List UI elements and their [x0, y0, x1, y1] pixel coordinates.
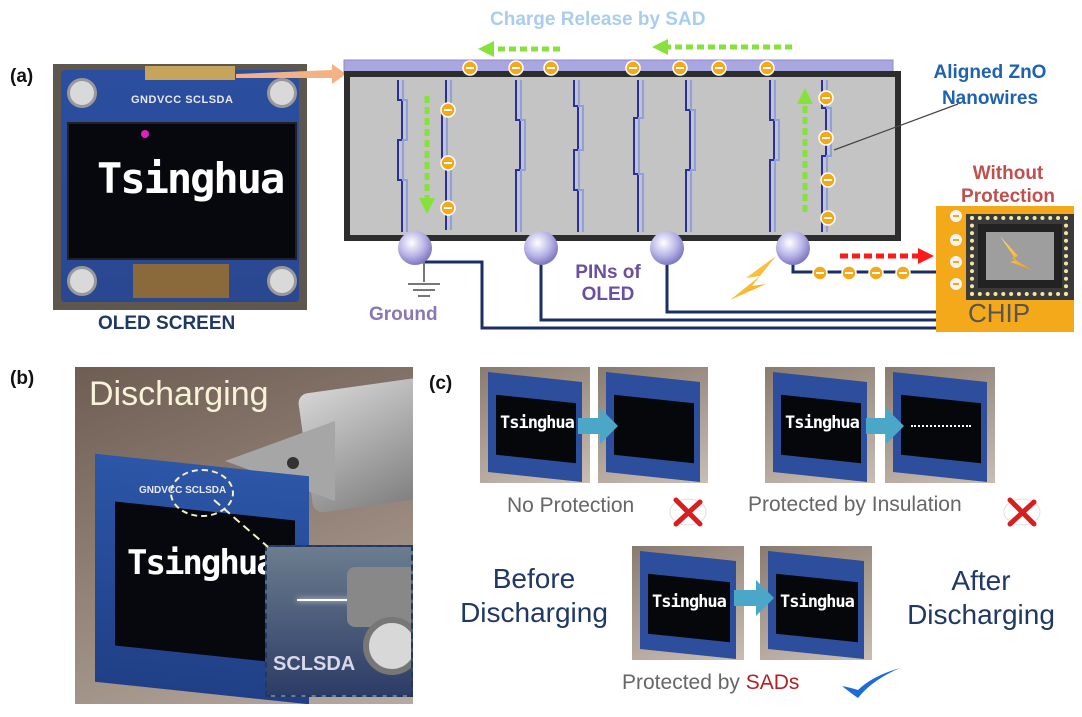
after-discharging-label: After Discharging — [896, 564, 1066, 632]
charge-release-title: Charge Release by SAD — [490, 9, 706, 30]
c-insulation-after — [885, 367, 995, 483]
oled-caption: OLED SCREEN — [98, 313, 236, 334]
sads-caption-highlight: SADs — [745, 671, 800, 694]
ground-label: Ground — [369, 304, 438, 325]
before-line1: Before — [492, 563, 576, 594]
charge-flow-arrows-vertical — [419, 88, 813, 214]
chip-pin-ring — [970, 216, 1068, 296]
c-screen-text-4: Tsinghua — [780, 592, 855, 612]
pin-sphere-3 — [650, 231, 684, 265]
signal-wires — [415, 260, 940, 330]
sads-caption-prefix: Protected by — [622, 671, 746, 694]
panel-b-label: (b) — [10, 368, 35, 389]
pins-label-line2: OLED — [581, 284, 635, 305]
c-screen-text-1: Tsinghua — [500, 413, 575, 433]
oled-pin-labels: GNDVCC SCLSDA — [131, 94, 234, 106]
transition-arrows — [578, 408, 904, 616]
chip-label: CHIP — [968, 298, 1031, 328]
aligned-zno-line1: Aligned ZnO — [933, 62, 1047, 83]
after-line1: After — [951, 565, 1011, 596]
ground-icon — [408, 262, 440, 297]
inset-pins: SCLSDA — [273, 653, 356, 675]
c-sads-before: Tsinghua — [632, 546, 744, 660]
panel-c-label: (c) — [429, 373, 453, 394]
c-no-protection-before: Tsinghua — [480, 367, 590, 483]
pin-sphere-4 — [776, 231, 810, 265]
cross-icon-1 — [669, 497, 707, 527]
without-protection-line2: Protection — [961, 186, 1055, 207]
oled-module-photo: GNDVCC SCLSDA Tsinghua — [53, 64, 307, 310]
insulation-caption: Protected by Insulation — [748, 493, 962, 516]
pins-label-line1: PINs of — [575, 262, 641, 283]
discharging-inset-photo: SCLSDA — [265, 545, 413, 697]
no-protection-caption: No Protection — [507, 494, 635, 517]
c-insulation-before: Tsinghua — [765, 367, 875, 483]
lightning-bolt-icon — [730, 256, 776, 300]
nanowire-callout-line — [833, 103, 959, 151]
before-discharging-label: Before Discharging — [450, 562, 618, 630]
without-protection-line1: Without — [972, 163, 1044, 184]
before-line2: Discharging — [460, 597, 608, 628]
charge-flow-arrows-top — [478, 39, 792, 57]
aligned-zno-line2: Nanowires — [941, 88, 1039, 109]
sads-caption: Protected by SADs — [622, 671, 799, 695]
c-screen-text-3: Tsinghua — [652, 592, 727, 612]
c-sads-after: Tsinghua — [760, 546, 872, 660]
chip-icon — [936, 206, 1074, 332]
c-screen-text-2: Tsinghua — [785, 413, 860, 433]
check-icon — [842, 668, 900, 698]
pin-sphere-ground — [398, 231, 432, 265]
pin-sphere-2 — [524, 231, 558, 265]
cross-icon-2 — [1003, 497, 1041, 527]
aligned-zno-label: Aligned ZnO Nanowires — [920, 60, 1060, 112]
without-protection-label: Without Protection — [940, 162, 1076, 208]
discharge-arrow-red — [840, 248, 934, 264]
after-line2: Discharging — [907, 599, 1055, 630]
oled-display-text: Tsinghua — [97, 154, 285, 203]
b-display-text: Tsinghua — [127, 543, 277, 583]
panel-a-label: (a) — [10, 66, 34, 87]
pins-of-oled-label: PINs of OLED — [560, 262, 656, 306]
discharging-title: Discharging — [89, 375, 269, 413]
pointer-arrow — [236, 64, 346, 84]
